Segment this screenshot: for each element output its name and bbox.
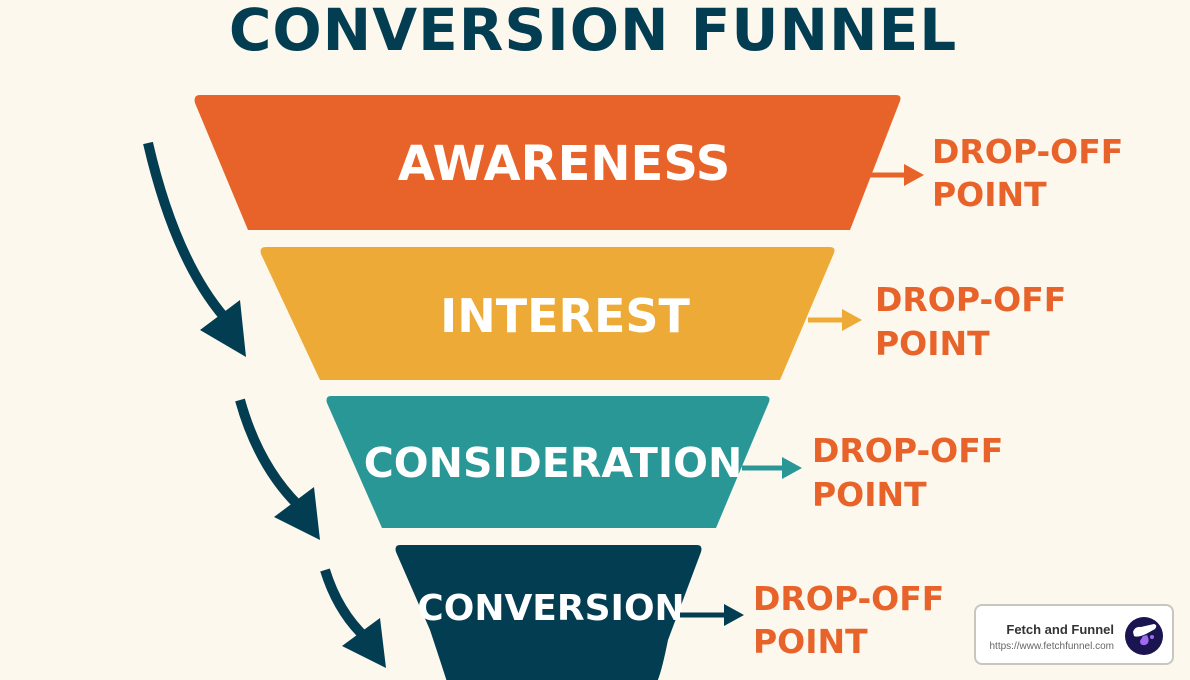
drop-off-awareness: DROP-OFF POINT bbox=[866, 132, 1123, 214]
brand-url: https://www.fetchfunnel.com bbox=[989, 641, 1114, 652]
arrowhead-icon bbox=[724, 604, 744, 626]
arrowhead-icon bbox=[342, 618, 386, 668]
brand-logo-icon bbox=[1125, 617, 1163, 655]
arrowhead-icon bbox=[904, 164, 924, 186]
stage-label: INTEREST bbox=[440, 289, 690, 343]
funnel-segment bbox=[194, 95, 901, 230]
drop-off-label: DROP-OFF bbox=[753, 579, 944, 618]
brand-badge[interactable]: Fetch and Funnel https://www.fetchfunnel… bbox=[974, 604, 1174, 665]
stage-label: CONSIDERATION bbox=[364, 439, 743, 487]
curved-arrow-icon bbox=[320, 568, 370, 642]
drop-off-conversion: DROP-OFF POINT bbox=[680, 579, 944, 661]
funnel-segment bbox=[326, 396, 770, 528]
drop-off-label: DROP-OFF bbox=[875, 280, 1066, 319]
drop-off-label: DROP-OFF bbox=[932, 132, 1123, 171]
funnel-segment bbox=[395, 545, 702, 680]
diagram-title: CONVERSION FUNNEL bbox=[229, 0, 957, 64]
drop-off-consideration: DROP-OFF POINT bbox=[742, 431, 1003, 514]
stage-label: AWARENESS bbox=[398, 136, 731, 192]
brand-name: Fetch and Funnel bbox=[1006, 622, 1114, 637]
stage-label: CONVERSION bbox=[417, 588, 684, 629]
stage-awareness: AWARENESS bbox=[194, 95, 901, 230]
arrowhead-icon bbox=[782, 457, 802, 479]
stage-consideration: CONSIDERATION bbox=[326, 396, 770, 528]
flow-arrows bbox=[143, 141, 386, 668]
funnel-segment bbox=[260, 247, 835, 380]
curved-arrow-icon bbox=[143, 141, 229, 322]
drop-off-label: POINT bbox=[753, 622, 868, 661]
arrowhead-icon bbox=[842, 309, 862, 331]
curved-arrow-icon bbox=[235, 398, 302, 509]
arrowhead-icon bbox=[274, 487, 320, 540]
drop-off-interest: DROP-OFF POINT bbox=[808, 280, 1066, 363]
arrowhead-icon bbox=[200, 300, 246, 357]
stage-interest: INTEREST bbox=[260, 247, 835, 380]
drop-off-label: POINT bbox=[932, 175, 1047, 214]
drop-off-label: POINT bbox=[875, 324, 990, 363]
drop-off-label: POINT bbox=[812, 475, 927, 514]
stage-conversion: CONVERSION bbox=[395, 545, 702, 680]
drop-off-label: DROP-OFF bbox=[812, 431, 1003, 470]
